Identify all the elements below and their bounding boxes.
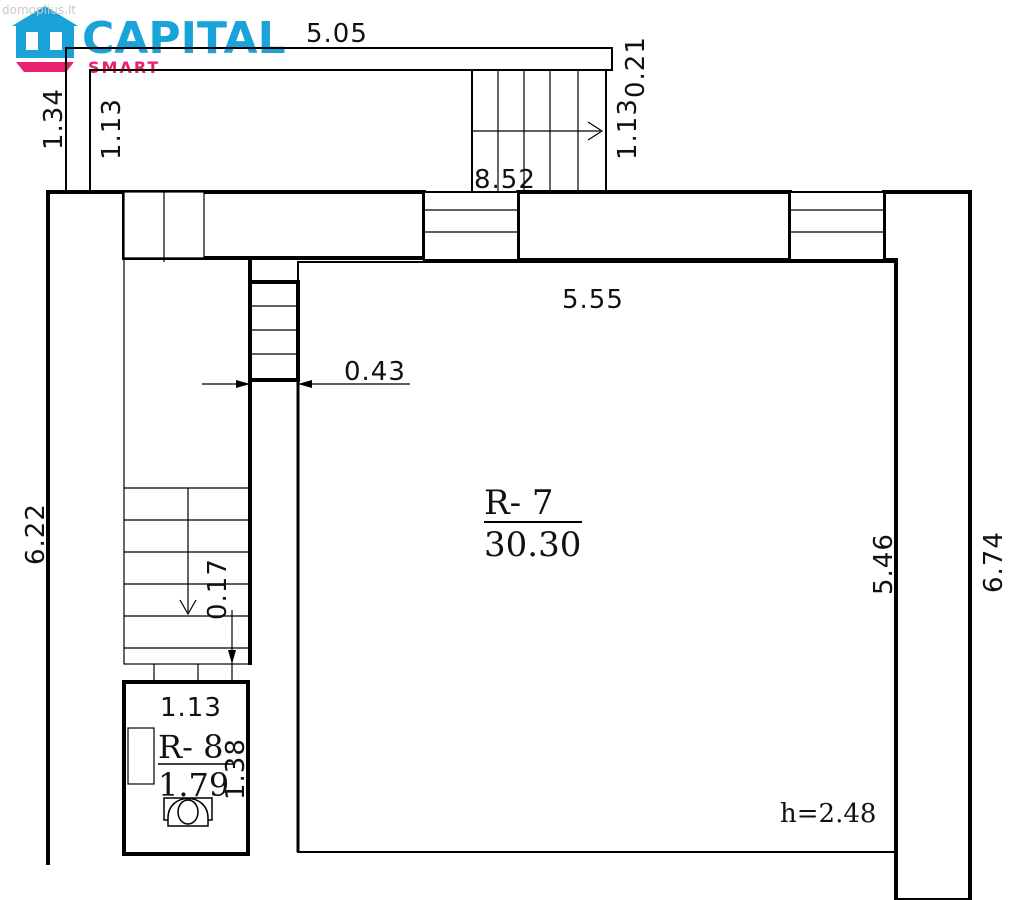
dim-right-inner: 5.46 [869, 533, 899, 595]
entrance-landing [65, 47, 613, 192]
dim-room-width: 5.55 [562, 285, 624, 315]
ceiling-height: h=2.48 [780, 799, 876, 829]
watermark-text: domoplius.lt [2, 3, 76, 17]
capital-smart-logo: CAPITAL SMART domoplius.lt [2, 3, 286, 77]
dim-stair-bottom: 8.52 [474, 165, 536, 195]
dim-stair-right: 1.13 [613, 98, 643, 160]
corridor-stairs [123, 257, 251, 665]
window-top-left [423, 191, 519, 261]
dim-left-outer: 1.34 [39, 88, 69, 150]
brand-sub: SMART [88, 58, 160, 77]
house-logo-icon [12, 6, 78, 72]
room-wc-area: 1.79 [158, 766, 229, 804]
room-wc-code: R- 8 [158, 728, 223, 766]
dim-wc-height: 1.38 [221, 738, 251, 800]
brand-name: CAPITAL [82, 13, 286, 64]
dim-stair-right-small: 0.21 [621, 36, 651, 98]
doorway-top-left [123, 191, 205, 262]
toilet-icon [163, 797, 213, 827]
dim-left-height: 6.22 [21, 503, 51, 565]
dim-top-width: 5.05 [306, 19, 368, 49]
dim-corridor-step: 0.17 [203, 558, 233, 620]
room-main-area: 30.30 [484, 525, 581, 565]
window-top-right [789, 191, 885, 261]
dim-wc-width: 1.13 [160, 693, 222, 723]
dim-left-inner: 1.13 [97, 98, 127, 160]
dim-wall-thickness: 0.43 [344, 357, 406, 387]
wc-room [122, 680, 250, 856]
room-main-code: R- 7 [484, 483, 554, 523]
dim-right-outer: 6.74 [979, 531, 1009, 593]
